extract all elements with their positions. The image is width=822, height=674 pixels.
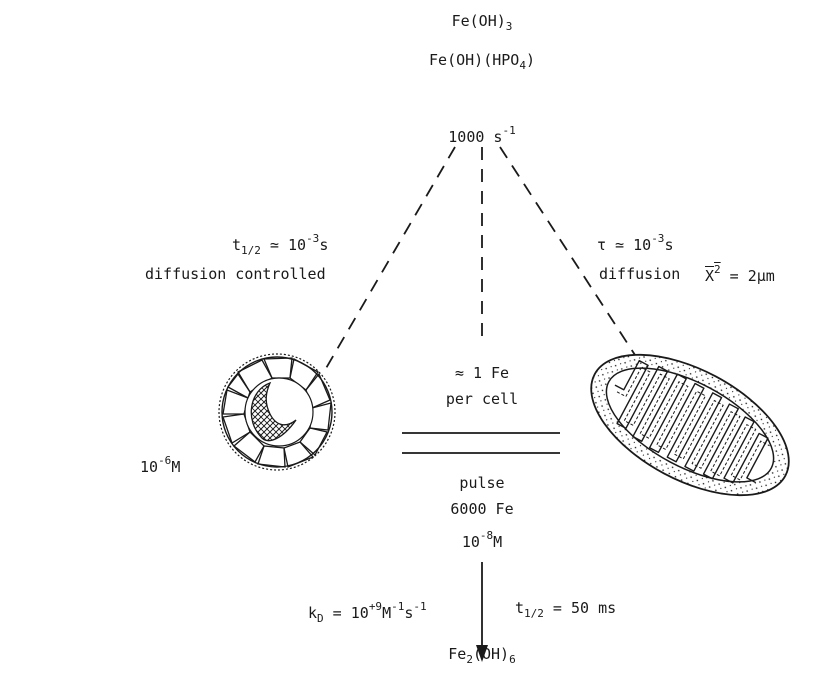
pulse-label: pulse: [459, 476, 504, 491]
left-half-life-label: t1/2 ≃ 10-3s: [232, 233, 328, 256]
product-label: Fe2(OH)6: [448, 647, 515, 665]
tau-label: τ ≃ 10-3s: [597, 233, 673, 253]
pulse-amount-label: 6000 Fe: [450, 502, 513, 517]
iron-hydroxide-phosphate-label: Fe(OH)(HPO4): [429, 53, 535, 71]
diffusion-label: diffusion: [599, 267, 680, 282]
rate-constant-label: 1000 s-1: [448, 125, 515, 145]
pulse-concentration-label: 10-8M: [462, 530, 502, 550]
diffusion-controlled-label: diffusion controlled: [145, 267, 326, 282]
bottom-half-life-label: t1/2 = 50 ms: [515, 601, 616, 619]
ferritin-icon: [219, 354, 335, 470]
mitochondrion-icon: [569, 326, 811, 525]
iron-per-cell-line2: per cell: [446, 392, 518, 407]
diffusion-rate-constant-label: kD = 10+9M-1s-1: [308, 601, 427, 624]
iron-hydroxide-label: Fe(OH)3: [452, 14, 513, 32]
dashed-line-left: [318, 147, 455, 382]
iron-per-cell-line1: ≈ 1 Fe: [455, 366, 509, 381]
mean-square-displacement-label: X2 = 2μm: [705, 264, 775, 284]
ferritin-concentration-label: 10-6M: [140, 455, 180, 475]
